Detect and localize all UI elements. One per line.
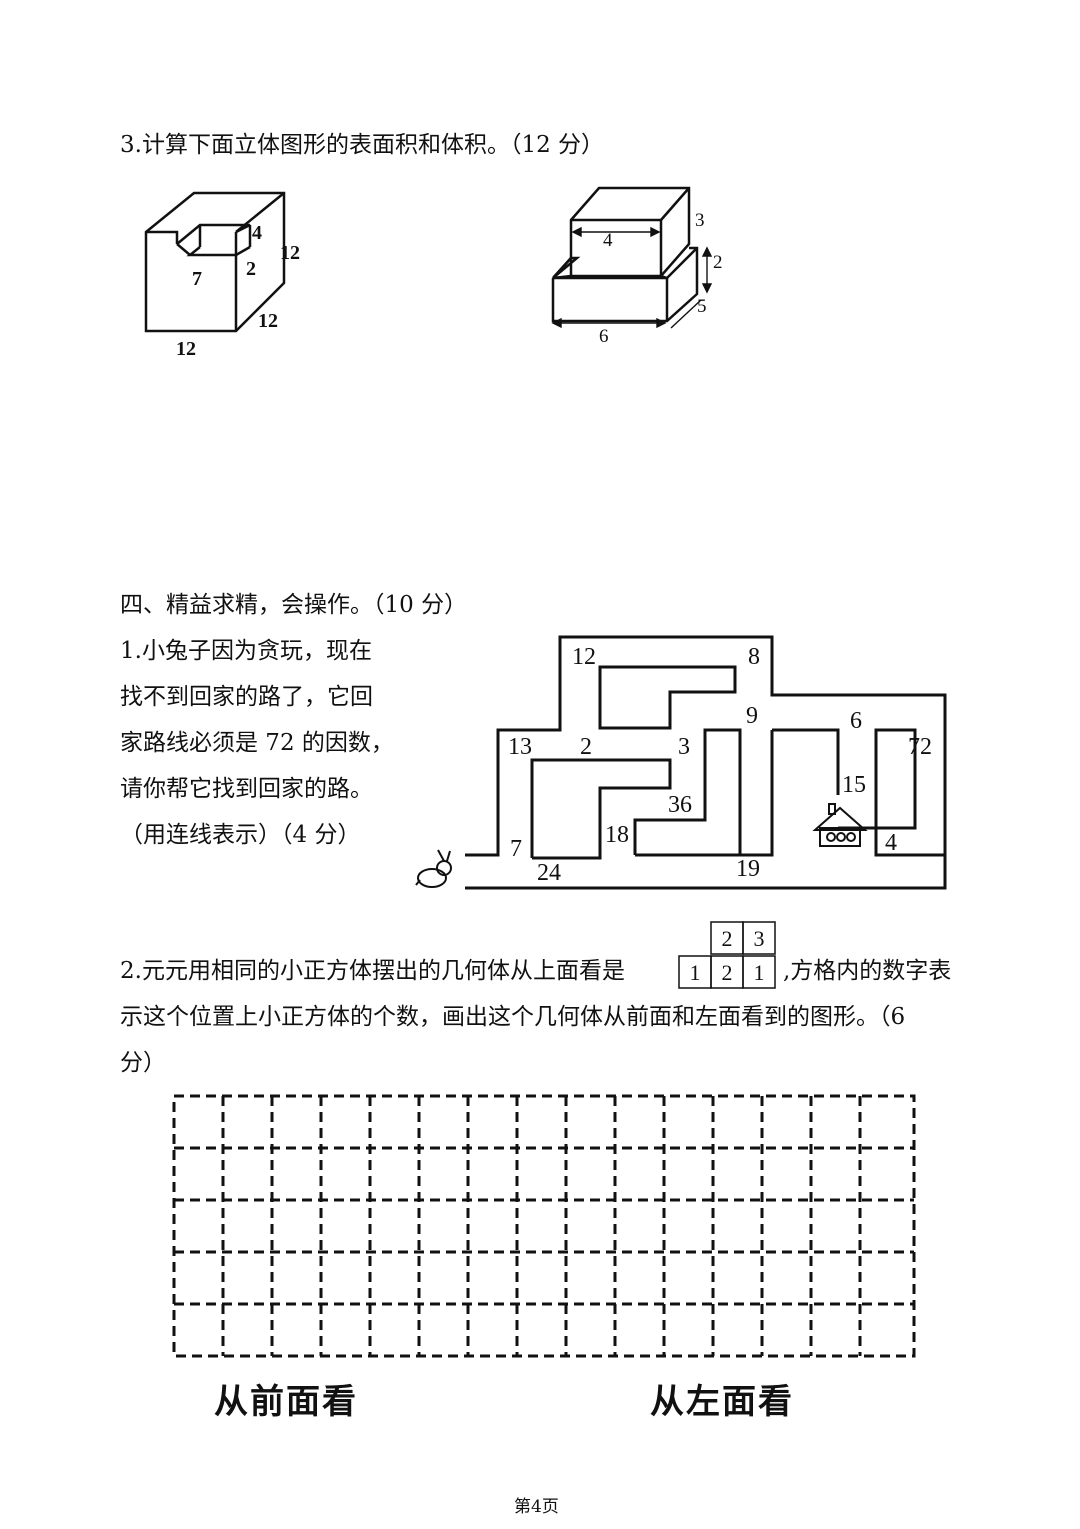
- maze-number: 8: [748, 644, 760, 670]
- dim-label: 4: [252, 222, 262, 244]
- page-number: 第4页: [514, 1497, 559, 1517]
- top-view-number: 2: [722, 960, 733, 985]
- top-view-number: 3: [754, 926, 765, 951]
- q1-line: 家路线必须是 72 的因数，: [120, 730, 394, 756]
- dim-label: 7: [192, 268, 202, 290]
- left-view-label: 从左面看: [650, 1382, 794, 1422]
- top-view-number: 2: [722, 926, 733, 951]
- dim-label: 2: [713, 252, 723, 273]
- top-view-number: 1: [754, 960, 765, 985]
- maze-figure: 12 8 9 6 13 2 3 72 15 36 18 7 4 24 19: [415, 635, 947, 890]
- q2-line-2: 示这个位置上小正方体的个数，画出这个几何体从前面和左面看到的图形。（6: [120, 1004, 906, 1030]
- top-view-grid: 2 3 1 2 1: [678, 921, 776, 989]
- maze-number: 15: [842, 772, 866, 798]
- q1-line: （用连线表示）（4 分）: [120, 822, 361, 848]
- maze-number: 3: [678, 734, 690, 760]
- front-view-label: 从前面看: [214, 1382, 358, 1422]
- q2-text-before: 2.元元用相同的小正方体摆出的几何体从上面看是: [120, 958, 625, 984]
- maze-number: 6: [850, 708, 862, 734]
- question-3: 3.计算下面立体图形的表面积和体积。（12 分）: [120, 132, 605, 158]
- dim-label: 12: [280, 242, 300, 264]
- q1-line: 1.小兔子因为贪玩，现在: [120, 638, 372, 664]
- dim-label: 12: [258, 310, 278, 332]
- house-icon: [812, 803, 868, 847]
- maze-number: 18: [605, 822, 629, 848]
- answer-grid[interactable]: [170, 1092, 918, 1360]
- dim-label: 2: [246, 258, 256, 280]
- dim-label: 4: [603, 230, 613, 251]
- q2-text-after: ,方格内的数字表: [783, 958, 952, 984]
- q1-line: 请你帮它找到回家的路。: [120, 776, 373, 802]
- maze-number: 7: [510, 836, 522, 862]
- maze-number: 9: [746, 703, 758, 729]
- dim-label: 6: [599, 326, 609, 347]
- notched-cube-figure: 4 12 7 2 12 12: [144, 191, 300, 360]
- maze-number: 36: [668, 792, 692, 818]
- top-view-number: 1: [690, 960, 701, 985]
- dim-label: 12: [176, 338, 196, 360]
- maze-number: 12: [572, 644, 596, 670]
- maze-number: 13: [508, 734, 532, 760]
- q2-line-3: 分）: [120, 1050, 166, 1076]
- dim-label: 5: [697, 296, 707, 317]
- maze-number: 24: [537, 860, 561, 886]
- maze-number: 19: [736, 856, 760, 882]
- rabbit-icon: [415, 849, 452, 888]
- maze-number: 72: [908, 734, 932, 760]
- maze-number: 4: [885, 830, 897, 856]
- stacked-cuboids-figure: 3 4 2 5 6: [551, 186, 723, 347]
- section-4-heading: 四、精益求精，会操作。（10 分）: [120, 592, 468, 618]
- dim-label: 3: [695, 210, 705, 231]
- maze-number: 2: [580, 734, 592, 760]
- q1-line: 找不到回家的路了，它回: [120, 684, 373, 710]
